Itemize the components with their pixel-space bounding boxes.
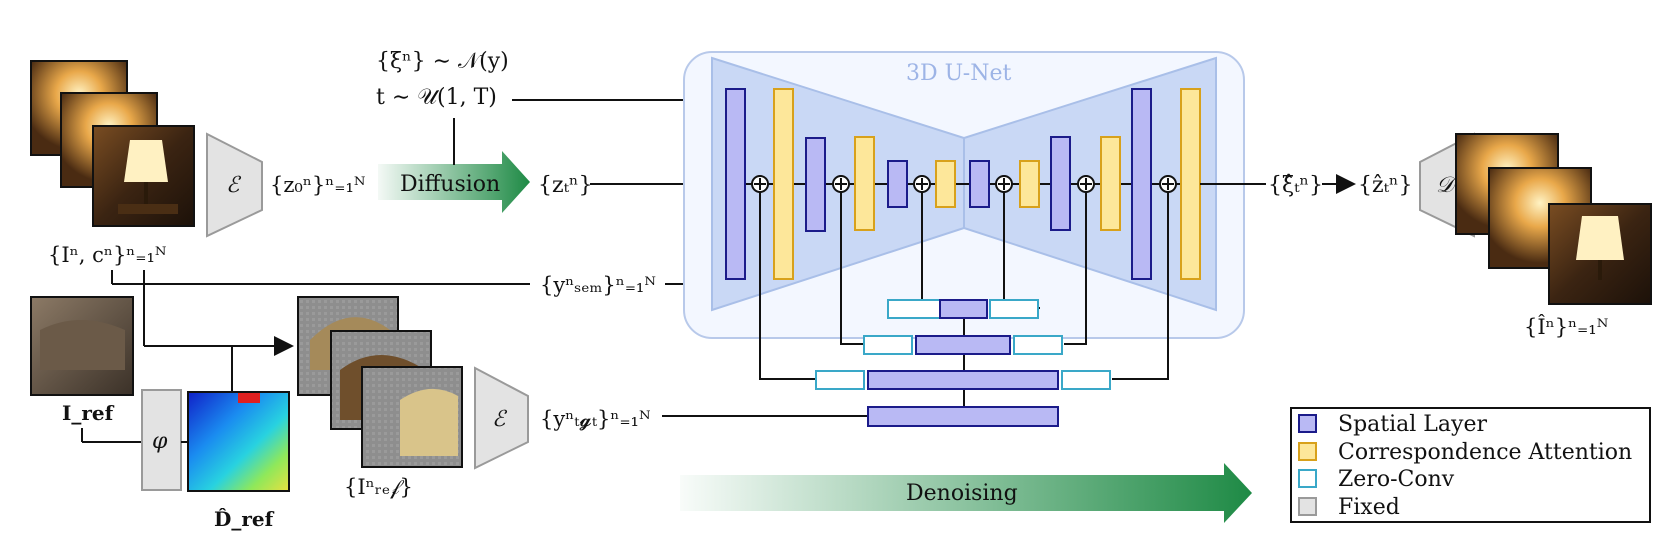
control-spatial-1	[867, 370, 1059, 390]
add-node-6	[1159, 175, 1177, 193]
zero-conv-2l	[863, 335, 913, 355]
diffusion-label: Diffusion	[400, 172, 500, 197]
attention-layer-2	[854, 136, 875, 231]
attention-layer-1	[773, 88, 794, 280]
legend-label-spatial: Spatial Layer	[1338, 412, 1487, 437]
control-input-block	[867, 406, 1059, 427]
encoder-block-bottom	[474, 366, 529, 470]
reference-image	[30, 296, 134, 396]
warped-set-label: {Iⁿᵣₑ𝒻}	[344, 475, 413, 499]
encoder-label-bottom: ℰ	[492, 407, 508, 432]
add-nodes	[751, 175, 1177, 193]
add-node-3	[913, 175, 931, 193]
input-image-stack	[30, 60, 195, 227]
target-label: {yⁿₜ𝓰ₜ}ⁿ₌₁ᴺ	[540, 407, 651, 431]
noise-sample-label: {ξⁿ} ∼ 𝒩(y)	[376, 49, 509, 74]
legend-label-fixed: Fixed	[1338, 495, 1400, 520]
predicted-noise-label: {ξ̂ₜⁿ}	[1268, 173, 1323, 198]
depth-estimator-block	[141, 389, 182, 491]
latent-z0-label: {z₀ⁿ}ⁿ₌₁ᴺ	[270, 173, 365, 197]
legend	[1290, 407, 1651, 523]
denoising-arrow	[680, 463, 1252, 523]
diffusion-arrow	[378, 151, 530, 213]
spatial-layer-1	[725, 88, 746, 280]
control-spatial-3	[939, 299, 988, 319]
spatial-layer-4	[969, 160, 990, 208]
legend-swatch-attention	[1298, 442, 1317, 461]
add-node-5	[1077, 175, 1095, 193]
legend-swatch-fixed	[1298, 497, 1317, 516]
spatial-layer-5	[1050, 136, 1071, 231]
depth-label: D̂_ref	[214, 507, 275, 531]
attention-layer-6	[1180, 88, 1201, 280]
semantic-label: {yⁿₛₑₘ}ⁿ₌₁ᴺ	[540, 273, 656, 297]
input-set-label: {Iⁿ, cⁿ}ⁿ₌₁ᴺ	[48, 243, 166, 267]
spatial-layer-2	[805, 137, 826, 232]
legend-label-attention: Correspondence Attention	[1338, 440, 1632, 465]
warped-image-stack	[297, 296, 463, 468]
denoised-latent-label: {ẑₜⁿ}	[1358, 173, 1413, 198]
attention-layer-5	[1100, 136, 1121, 231]
denoising-label: Denoising	[906, 481, 1018, 506]
decoder-label: 𝒟	[1436, 173, 1458, 198]
spatial-layer-3	[887, 160, 908, 208]
legend-label-zeroconv: Zero-Conv	[1338, 467, 1455, 492]
depth-map	[187, 391, 290, 492]
latent-zt-label: {zₜⁿ}	[538, 173, 593, 198]
unet-container	[683, 51, 1245, 339]
add-node-1	[751, 175, 769, 193]
legend-swatch-zeroconv	[1298, 469, 1317, 488]
legend-box	[1290, 407, 1651, 523]
encoder-block-top	[206, 132, 263, 238]
output-image-stack	[1455, 133, 1652, 305]
timestep-label: t ∼ 𝒰(1, T)	[376, 85, 497, 110]
unet-title: 3D U-Net	[906, 61, 1011, 86]
reference-label: I_ref	[62, 401, 115, 425]
zero-conv-1l	[815, 370, 865, 390]
phi-label: φ	[152, 429, 168, 454]
zero-conv-3r	[989, 299, 1039, 319]
attention-layer-3	[935, 160, 956, 208]
zero-conv-2r	[1013, 335, 1063, 355]
output-set-label: {Îⁿ}ⁿ₌₁ᴺ	[1524, 315, 1608, 339]
control-spatial-2	[915, 335, 1011, 355]
legend-swatch-spatial	[1298, 414, 1317, 433]
zero-conv-1r	[1061, 370, 1111, 390]
add-node-4	[995, 175, 1013, 193]
spatial-layer-6	[1131, 88, 1152, 280]
attention-layer-4	[1019, 160, 1040, 208]
zero-conv-3l	[887, 299, 941, 319]
add-node-2	[832, 175, 850, 193]
encoder-label-top: ℰ	[226, 173, 242, 198]
